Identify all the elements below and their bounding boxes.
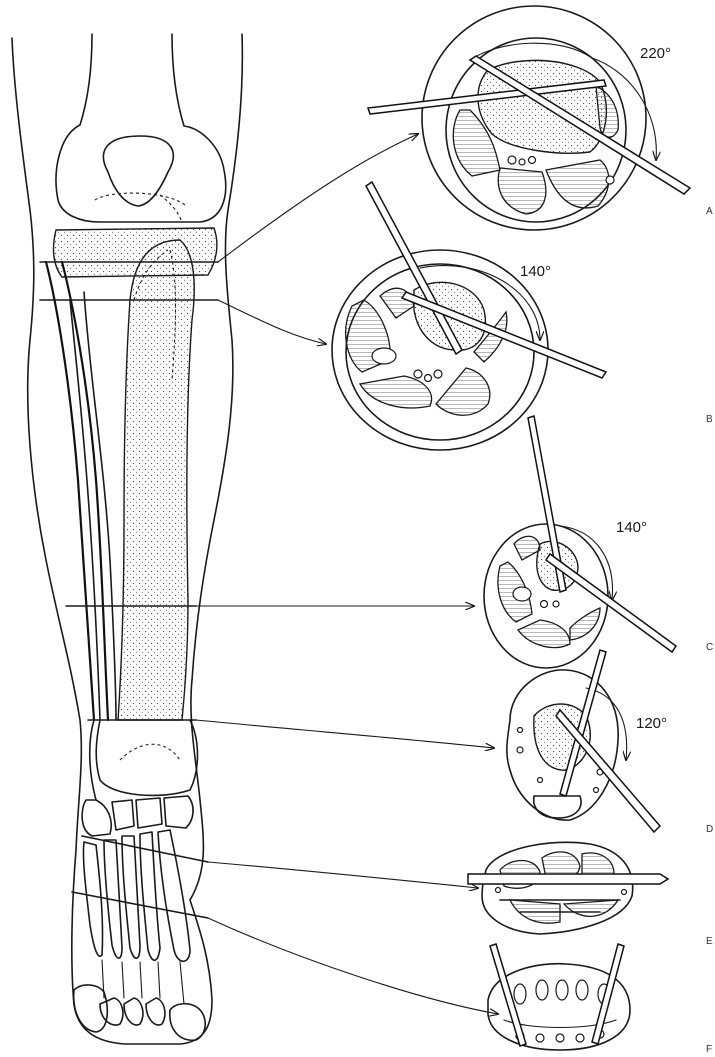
angle-label-a: 220° [640, 45, 671, 62]
angle-label-c: 140° [616, 519, 647, 536]
leg-outline-right [190, 34, 242, 900]
tibia-shaft [118, 240, 194, 720]
patella [103, 136, 173, 206]
cross-section-d: 120° D [507, 650, 713, 835]
cross-section-b: 140° B [332, 182, 713, 450]
angle-label-b: 140° [520, 263, 551, 280]
section-letter-e: E [706, 936, 713, 947]
cross-section-e: E [468, 842, 713, 947]
section-letter-d: D [706, 824, 713, 835]
cross-section-f: F [488, 944, 712, 1055]
section-letter-c: C [706, 642, 713, 653]
leg-illustration [12, 34, 242, 1044]
talus [96, 720, 197, 795]
section-letter-a: A [706, 206, 713, 217]
angle-label-d: 120° [636, 715, 667, 732]
section-letter-f: F [706, 1044, 712, 1055]
cross-section-a: 220° A [368, 6, 713, 230]
foot-bones [74, 796, 206, 1040]
femur-outline [56, 34, 226, 222]
cross-section-c: 140° C [484, 416, 713, 668]
section-letter-b: B [706, 414, 713, 425]
